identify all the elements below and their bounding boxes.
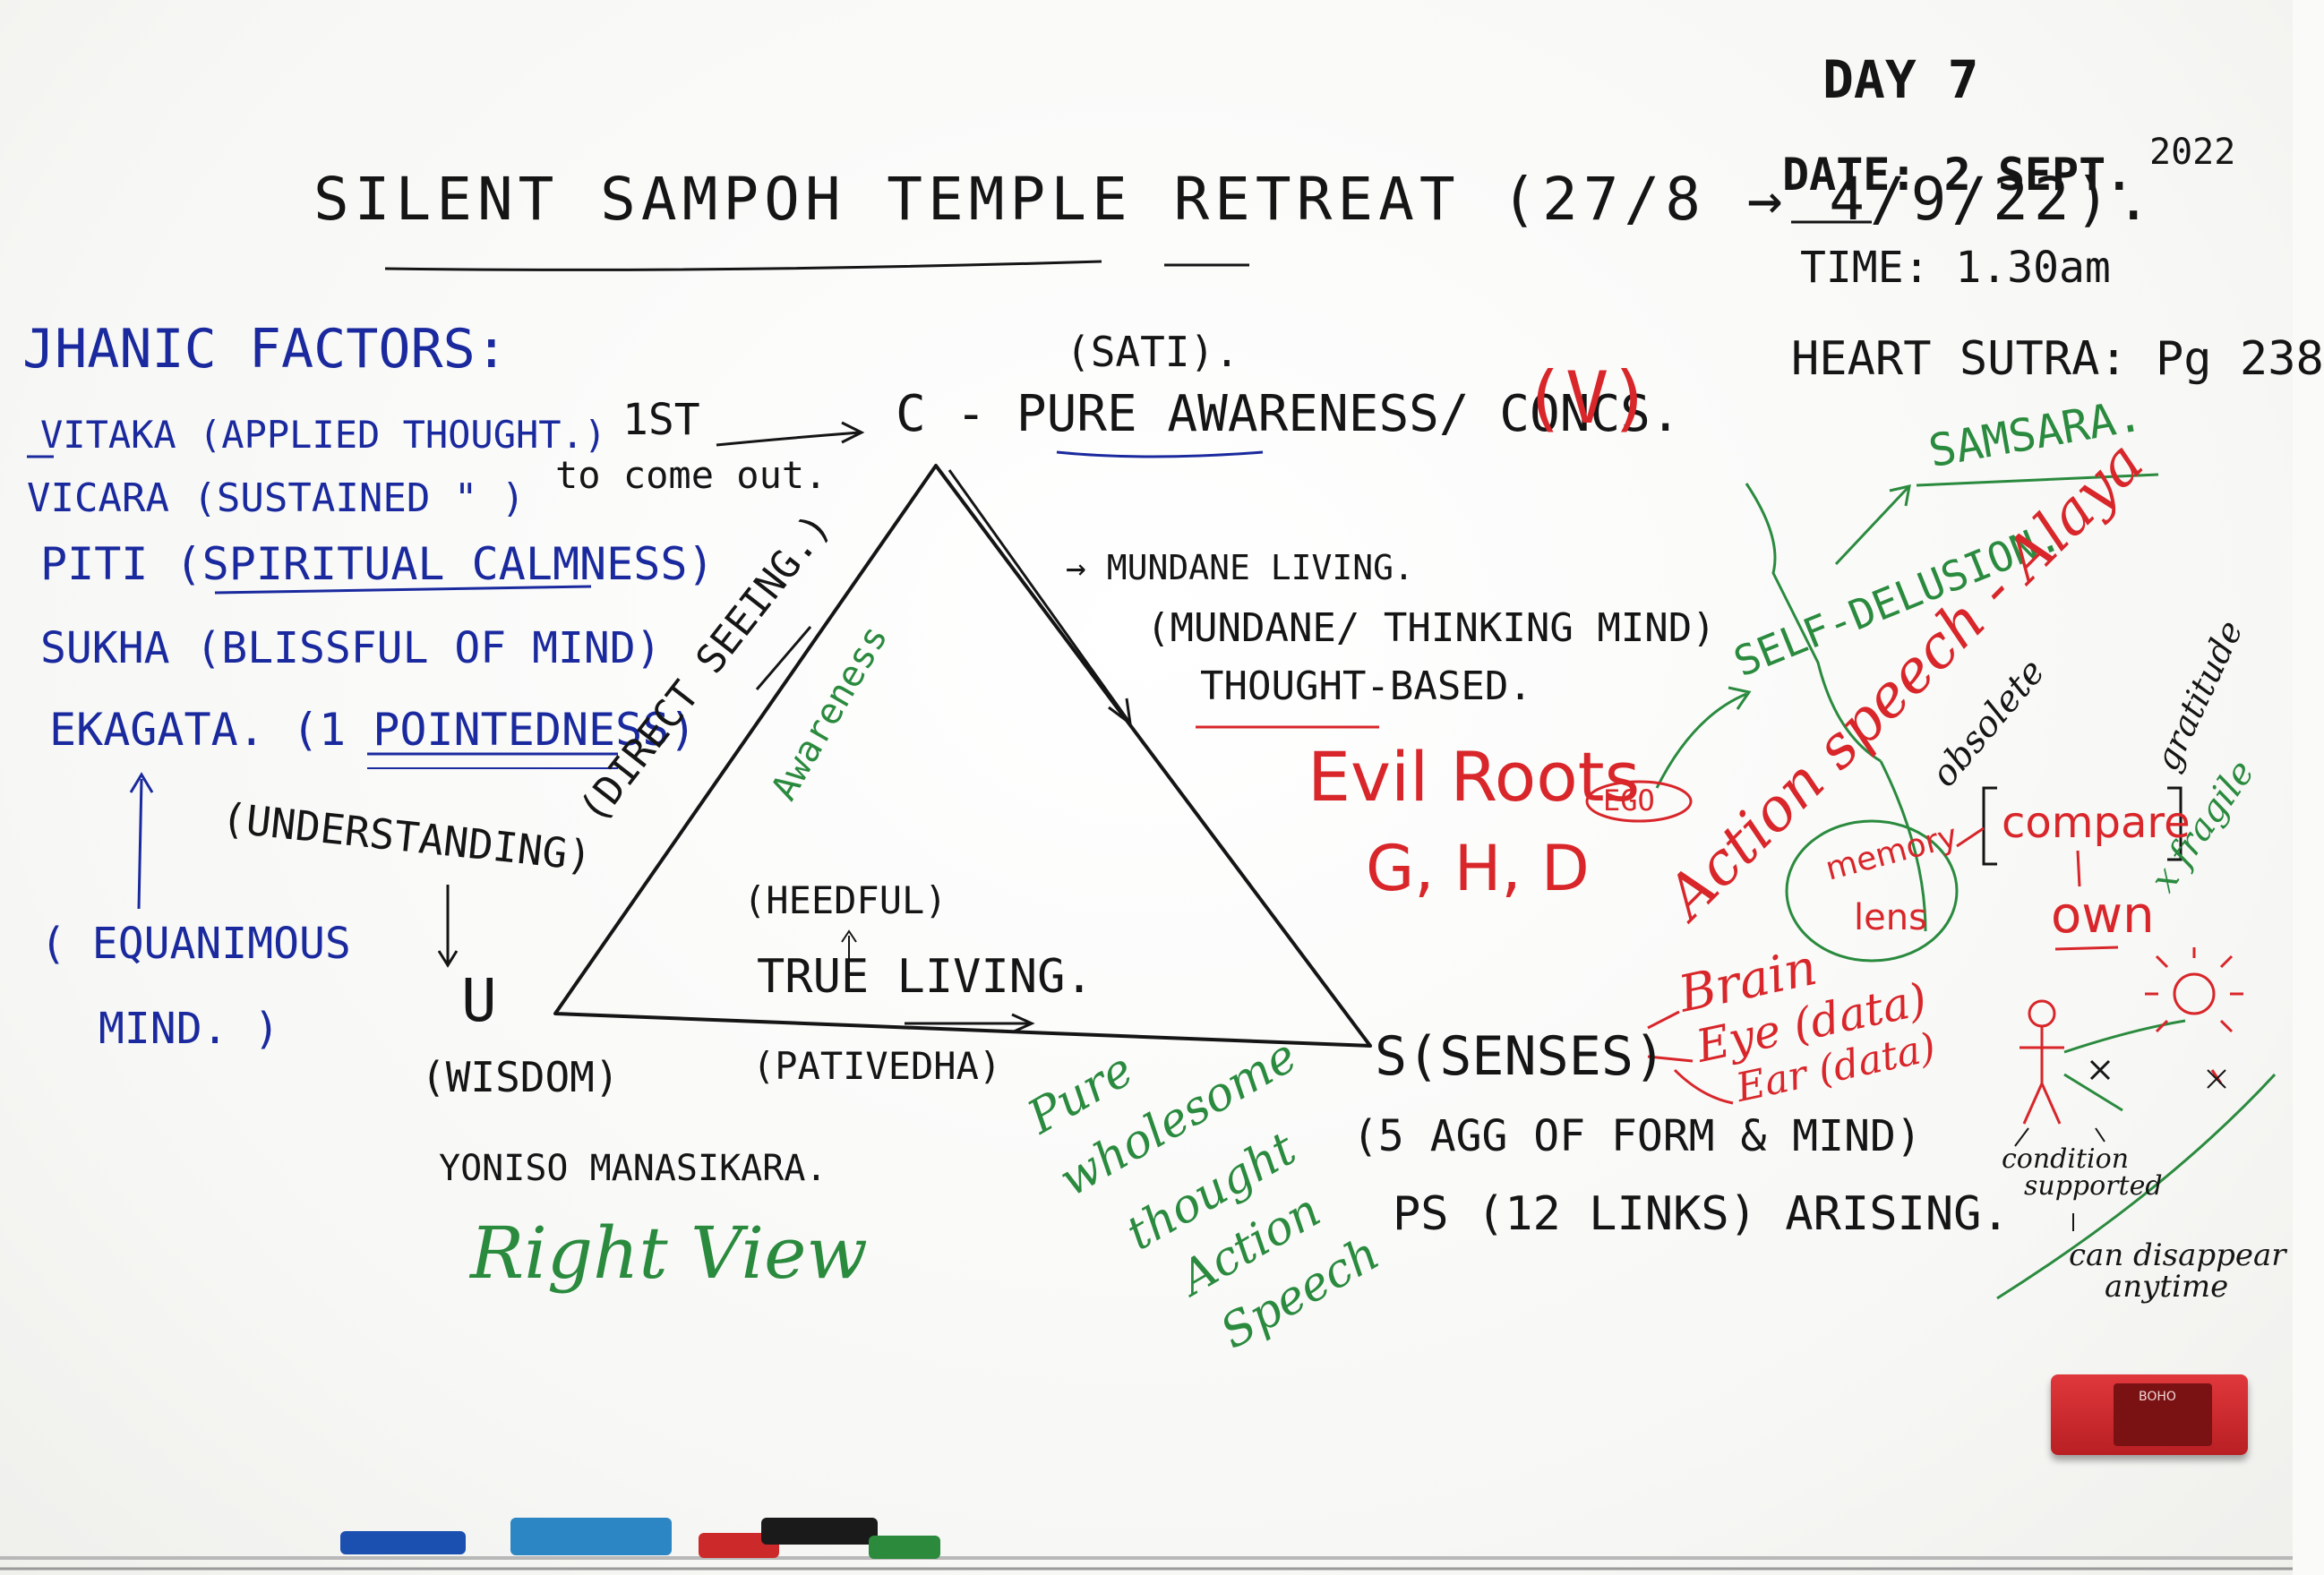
equanimous-mind: MIND. )	[99, 1004, 280, 1054]
can-disappear-label: can disappear	[2069, 1237, 2286, 1273]
compare-label: compare	[2002, 798, 2191, 848]
equanimous-label: ( EQUANIMOUS	[40, 919, 351, 969]
wisdom-label: (WISDOM)	[421, 1053, 620, 1101]
eraser-label-strip: BOHO	[2114, 1383, 2212, 1446]
ps-links-label: PS (12 LINKS) ARISING.	[1393, 1187, 2010, 1241]
s-senses-label: S(SENSES)	[1375, 1025, 1667, 1088]
triangle-shape	[553, 464, 1372, 1048]
year-label: 2022	[2149, 132, 2236, 173]
sun-drawing	[2173, 972, 2216, 1015]
ghd-label: G, H, D	[1366, 832, 1590, 905]
ego-label: EGO	[1603, 783, 1655, 817]
sati-label: (SATI).	[1066, 328, 1239, 376]
heedful-label: (HEEDFUL)	[743, 878, 948, 922]
own-label: own	[2051, 886, 2155, 945]
first-label: 1ST	[622, 395, 700, 445]
memory-lens-circle	[1785, 819, 1959, 963]
whiteboard-eraser[interactable]: BOHO	[2051, 1374, 2248, 1455]
thought-based-label: THOUGHT-BASED.	[1200, 663, 1532, 709]
teal-marker[interactable]	[510, 1518, 672, 1555]
blue-marker[interactable]	[340, 1531, 466, 1554]
marker-tray	[340, 1513, 1057, 1567]
pativedha-label: (PATIVEDHA)	[752, 1044, 1002, 1088]
right-view-label: Right View	[470, 1211, 868, 1295]
jhanic-item-vitaka: VITAKA (APPLIED THOUGHT.)	[40, 413, 607, 457]
stick-figure-head	[2028, 999, 2056, 1028]
jhanic-item-ekagata: EKAGATA. (1 POINTEDNESS)	[49, 704, 697, 756]
mundane-living-label: → MUNDANE LIVING.	[1066, 548, 1414, 587]
first-sublabel: to come out.	[555, 453, 828, 497]
c-label: C - PURE AWARENESS/ CONCS.	[896, 385, 1681, 443]
anytime-label: anytime	[2105, 1269, 2229, 1305]
evil-roots-label: Evil Roots	[1308, 737, 1641, 817]
first-arrow	[716, 431, 861, 447]
true-living-label: TRUE LIVING.	[757, 950, 1093, 1004]
five-agg-label: (5 AGG OF FORM & MIND)	[1352, 1111, 1922, 1161]
ego-circle	[1585, 780, 1693, 823]
day-label: DAY 7	[1822, 49, 1979, 110]
black-marker[interactable]	[761, 1518, 878, 1545]
jhanic-heading: JHANIC FACTORS:	[22, 318, 508, 381]
yoniso-label: YONISO MANASIKARA.	[439, 1148, 828, 1189]
jhanic-item-vicara: VICARA (SUSTAINED " )	[27, 475, 526, 521]
u-label: U	[461, 966, 497, 1035]
retreat-title: SILENT SAMPOH TEMPLE RETREAT (27/8 → 4/9…	[313, 165, 2157, 234]
green-marker[interactable]	[869, 1536, 940, 1559]
supported-label: supported	[2024, 1170, 2163, 1202]
v-label: (V)	[1522, 356, 1652, 440]
thinking-mind-label: (MUNDANE/ THINKING MIND)	[1146, 605, 1716, 651]
time-label: TIME: 1.30am	[1800, 243, 2111, 293]
title-underline	[384, 260, 1102, 271]
lens-label: lens	[1854, 897, 1927, 938]
jhanic-item-piti: PITI (SPIRITUAL CALMNESS)	[40, 538, 715, 590]
condition-label: condition	[2002, 1143, 2130, 1175]
heart-sutra-label: HEART SUTRA: Pg 238	[1791, 332, 2324, 386]
eraser-brand: BOHO	[2139, 1390, 2176, 1404]
date-label: DATE: 2 SEPT.	[1782, 149, 2133, 201]
jhanic-item-sukha: SUKHA (BLISSFUL OF MIND)	[40, 623, 662, 673]
